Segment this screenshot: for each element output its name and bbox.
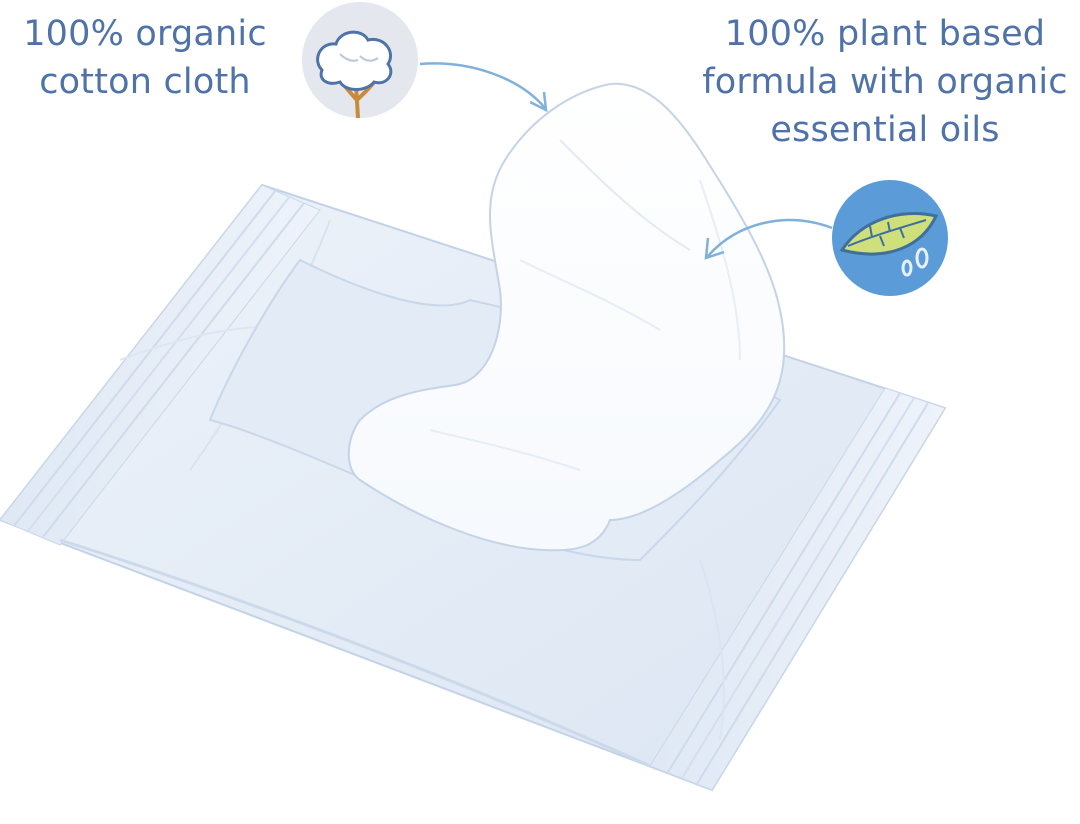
cotton-arrow [419,62,548,113]
leaf-badge [832,180,948,296]
leaf-with-drops-icon [839,212,939,277]
cotton-callout-line: 100% organic [23,14,267,54]
cotton-boll-icon [316,30,393,119]
cotton-badge [302,2,418,119]
cotton-callout-line: cotton cloth [39,62,251,102]
formula-arrow [704,218,833,260]
wipe-cloth [347,82,786,552]
formula-callout-line: essential oils [770,110,1000,150]
cotton-callout-text: 100% organic cotton cloth [10,10,280,106]
formula-callout-text: 100% plant based formula with organic es… [690,10,1080,154]
formula-callout-line: formula with organic [702,62,1068,102]
formula-callout-line: 100% plant based [724,14,1046,54]
